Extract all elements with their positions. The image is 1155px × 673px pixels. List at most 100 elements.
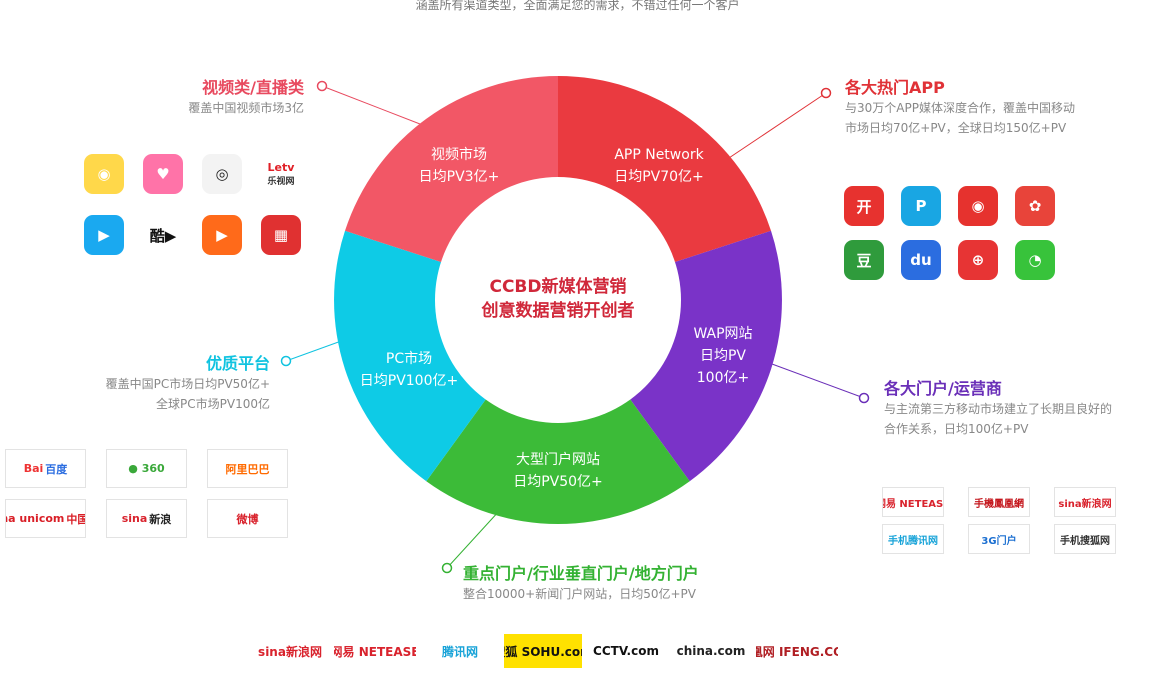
ifeng-footer-logo: 凤凰网 IFENG.COM (756, 634, 838, 668)
tencent-3g-logo: 手机腾讯网 (882, 524, 944, 554)
video-segment-label-2: 日均PV3亿+ (419, 169, 500, 185)
wechat-app-icon-glyph: ◔ (1028, 251, 1042, 269)
wap-segment-label-3: 100亿+ (697, 370, 749, 386)
cctv-footer-logo-text: CCTV.com (593, 644, 659, 658)
3g-portal-logo: 3G门户 (968, 524, 1030, 554)
360-logo: ● 360 (106, 449, 187, 488)
video-section: 视频类/直播类 覆盖中国视频市场3亿 (188, 74, 304, 118)
camera-app-icon: ◉ (84, 154, 124, 194)
app-section: 各大热门APP 与30万个APP媒体深度合作，覆盖中国移动 市场日均70亿+PV… (845, 74, 1075, 138)
camera-app-icon-glyph: ◉ (97, 165, 111, 183)
sina-com-logo-text: sina新浪网 (1058, 498, 1112, 510)
video-section-title: 视频类/直播类 (202, 78, 304, 97)
portal-section-title: 重点门户/行业垂直门户/地方门户 (463, 564, 699, 583)
sohu-footer-logo-text: 搜狐 SOHU.com (504, 644, 582, 659)
pc-segment-label-2: 日均PV100亿+ (360, 373, 458, 389)
app-section-title: 各大热门APP (845, 78, 945, 97)
ifeng-3g-logo: 手機鳳凰網 (968, 487, 1030, 517)
sina-logo-text: sina (121, 512, 148, 525)
alibaba-logo-text: 阿里巴巴 (225, 462, 270, 476)
heart-camera-app-icon: ♥ (143, 154, 183, 194)
radio-app-icon-glyph: ▦ (273, 226, 289, 244)
wap-connector-dot (858, 392, 870, 404)
wap-segment-label-1: WAP网站 (693, 326, 752, 342)
portal-segment-label-2: 日均PV50亿+ (513, 474, 603, 490)
ifeng-3g-logo-text: 手機鳳凰網 (974, 498, 1024, 510)
center-title: CCBD新媒体营销 (489, 276, 626, 297)
sina-logo-cn-text: 新浪 (149, 512, 172, 526)
railway-app-icon-glyph: ⊕ (971, 251, 985, 269)
video-connector-line (321, 85, 421, 125)
douban-app-icon: 豆 (844, 240, 884, 280)
3g-portal-logo-text: 3G门户 (981, 535, 1017, 547)
wap-segment-label-2: 日均PV (700, 348, 746, 364)
kuku-video-logo-icon-glyph: 酷▶ (149, 226, 177, 245)
sina-com-logo: sina新浪网 (1054, 487, 1116, 517)
china-unicom-logo: China unicom中国联通 (5, 499, 86, 538)
wap-section-desc-1: 与主流第三方移动市场建立了长期且良好的 (884, 402, 1113, 416)
heart-camera-app-icon-glyph: ♥ (156, 165, 170, 183)
qq-news-footer-logo-text: 腾讯网 (441, 644, 478, 659)
app-connector-dot (820, 87, 832, 99)
baidu-app-icon: du (901, 240, 941, 280)
china-com-footer-logo-text: china.com (676, 644, 746, 658)
baidu-logo-cn-text: 百度 (45, 462, 68, 476)
pc-section-title: 优质平台 (205, 354, 270, 373)
video-segment-label-1: 视频市场 (431, 146, 487, 163)
china-com-footer-logo: china.com (670, 634, 752, 668)
sina-footer-logo-text: sina新浪网 (258, 644, 322, 659)
kuku-video-logo-icon: 酷▶ (143, 215, 183, 255)
sina-footer-logo: sina新浪网 (250, 634, 330, 668)
red-bird-app-icon-glyph: ✿ (1028, 197, 1042, 215)
railway-app-icon: ⊕ (958, 240, 998, 280)
netease-footer-logo: 网易 NETEASE (334, 634, 416, 668)
portal-connector-dot (441, 562, 453, 574)
wechat-app-icon: ◔ (1015, 240, 1055, 280)
weibo-app-icon: ◉ (958, 186, 998, 226)
netease-163-logo: 网易 NETEASE (882, 487, 944, 517)
orange-tv-app-icon: ▶ (202, 215, 242, 255)
wap-connector-line (771, 363, 865, 399)
pc-segment-label-1: PC市场 (386, 350, 432, 367)
page-subtitle: 涵盖所有渠道类型，全面满足您的需求，不错过任何一个客户 (415, 0, 740, 12)
p-app-icon-glyph: P (915, 197, 927, 215)
sohu-3g-logo: 手机搜狐网 (1054, 524, 1116, 554)
pc-section-desc-1: 覆盖中国PC市场日均PV50亿+ (105, 377, 270, 391)
alibaba-logo: 阿里巴巴 (207, 449, 288, 488)
weibo-app-icon-glyph: ◉ (971, 197, 985, 215)
pc-connector-dot (280, 355, 292, 367)
netease-163-logo-text: 网易 NETEASE (883, 498, 944, 510)
center-tagline: 创意数据营销开创者 (481, 300, 635, 321)
red-bird-app-icon: ✿ (1015, 186, 1055, 226)
360-logo-text: ● 360 (128, 462, 165, 475)
portal-connector-line (446, 509, 501, 569)
wap-section-title: 各大门户/运营商 (884, 379, 1002, 398)
letv-logo-icon-subtext: 乐视网 (267, 177, 295, 187)
douban-app-icon-glyph: 豆 (856, 251, 872, 270)
qq-news-footer-logo: 腾讯网 (420, 634, 500, 668)
china-unicom-logo-cn-text: 中国联通 (66, 512, 85, 526)
weibo-logo-text: 微博 (236, 512, 259, 526)
weibo-logo: 微博 (207, 499, 288, 538)
tencent-3g-logo-text: 手机腾讯网 (888, 535, 938, 547)
pc-section-desc-2: 全球PC市场PV100亿 (156, 397, 270, 411)
play-button-app-icon-glyph: ▶ (98, 226, 110, 244)
portal-segment-label-1: 大型门户网站 (516, 451, 600, 468)
wap-section: 各大门户/运营商 与主流第三方移动市场建立了长期且良好的 合作关系，日均100亿… (884, 375, 1112, 439)
cctv-footer-logo: CCTV.com (586, 634, 666, 668)
green-camera-app-icon: ◎ (202, 154, 242, 194)
china-unicom-logo-text: China unicom (6, 512, 65, 525)
radio-app-icon: ▦ (261, 215, 301, 255)
baidu-logo-text: Bai (23, 462, 44, 475)
app-segment-label-2: 日均PV70亿+ (614, 169, 704, 185)
app-section-desc-2: 市场日均70亿+PV，全球日均150亿+PV (845, 121, 1067, 135)
wap-section-desc-2: 合作关系，日均100亿+PV (884, 422, 1029, 436)
video-connector-dot (316, 80, 328, 92)
